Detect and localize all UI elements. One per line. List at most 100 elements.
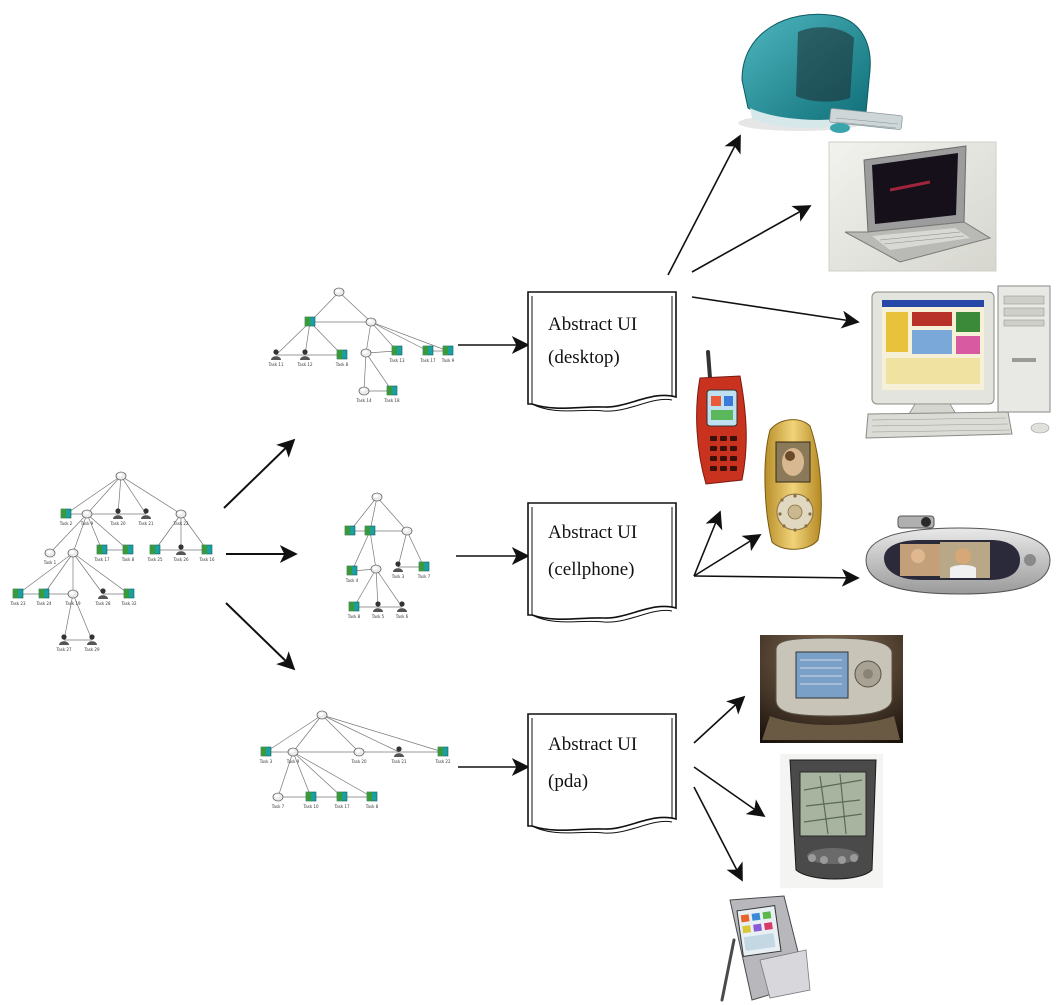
user-task-node: Task 29 (84, 634, 100, 652)
tree-edge (292, 714, 323, 753)
arrow-cellphone-to-nokia (693, 534, 762, 577)
abstract-task-node (67, 548, 79, 558)
application-task-node: Task 32 (121, 588, 137, 606)
arrow-pda-to-palm (693, 766, 766, 818)
application-task-node: Task 17 (334, 791, 350, 809)
arrow-pda-to-pocket-pc (693, 786, 743, 882)
task-label: Task 9 (286, 759, 300, 764)
task-label: Task 3 (259, 759, 273, 764)
tree-edge (375, 568, 379, 608)
task-label: Task 6 (395, 614, 409, 619)
tree-to-doc-arrows (456, 336, 530, 776)
tree-edge (351, 530, 371, 572)
task-label: Task 17 (420, 358, 436, 363)
application-task-node: Task 10 (303, 791, 319, 809)
tree-edge (353, 568, 377, 608)
doc-platform: (desktop) (548, 347, 620, 368)
task-label: Task 8 (335, 362, 349, 367)
tree-edge (86, 513, 129, 551)
application-task-node: Task 7 (417, 561, 431, 579)
doc-title: Abstract UI (548, 522, 637, 543)
tree-edge (86, 513, 103, 551)
tree-edge (292, 751, 312, 798)
abstract-task-node (401, 526, 413, 536)
tree-edge (304, 321, 311, 356)
palm-pda-icon (780, 754, 883, 888)
task-label: Task 5 (371, 614, 385, 619)
tree-edge (72, 513, 88, 554)
abstract-task-node (365, 317, 377, 327)
application-task-node (304, 316, 316, 327)
user-task-node: Task 20 (110, 508, 126, 526)
task-label: Task 10 (303, 804, 319, 809)
application-task-node: Task 23 (10, 588, 26, 606)
task-label: Task 1 (43, 560, 57, 565)
task-label: Task 28 (95, 601, 111, 606)
arrow-pda-to-handheld (693, 695, 746, 744)
task-label: Task 8 (121, 557, 135, 562)
application-task-node: Task 16 (199, 544, 215, 562)
abstract-task-node (360, 348, 372, 358)
tree-edge (338, 291, 372, 323)
task-label: Task 2 (59, 521, 73, 526)
task-label: Task 11 (268, 362, 284, 367)
task-label: Task 22 (173, 521, 189, 526)
tree-edge (292, 751, 343, 798)
task-label: Task 32 (121, 601, 137, 606)
abstract-ui-pda-doc: Abstract UI (pda) (527, 713, 677, 834)
application-task-node: Task 8 (335, 349, 349, 367)
application-task-node: Task 18 (384, 385, 400, 403)
pocket-pc-icon (720, 895, 811, 1002)
task-label: Task 26 (173, 557, 189, 562)
user-task-node: Task 28 (95, 588, 111, 606)
application-task-node: Task 8 (121, 544, 135, 562)
document-shape (527, 502, 677, 621)
task-label: Task 16 (199, 557, 215, 562)
tree-edge (17, 552, 74, 595)
tree-edge (369, 530, 377, 570)
abstract-ui-cellphone-doc: Abstract UI (cellphone) (527, 502, 677, 623)
tree-edge (376, 496, 408, 532)
arrow-desktop-to-pc (691, 296, 860, 329)
flip-phone-icon (696, 350, 747, 485)
user-task-node: Task 12 (297, 349, 313, 367)
tree-edge (397, 530, 408, 568)
abstract-task-node: Task 14 (356, 386, 372, 403)
doc-title: Abstract UI (548, 314, 637, 335)
task-label: Task 24 (36, 601, 52, 606)
abstract-task-node (371, 492, 383, 502)
arrow-root-to-desktop-tree (223, 438, 296, 509)
application-task-node: Task 17 (94, 544, 110, 562)
arrow-root-to-pda-tree (225, 602, 296, 671)
abstract-task-node: Task 9 (286, 747, 300, 764)
handheld-device-icon (760, 635, 903, 743)
arrow-desktop-to-imac (667, 134, 741, 276)
tree-edge (117, 475, 122, 515)
application-task-node: Task 3 (259, 746, 273, 764)
application-task-node: Task 9 (441, 345, 455, 363)
document-shape (527, 713, 677, 832)
tree-edge (72, 552, 104, 595)
user-task-node: Task 3 (391, 561, 405, 579)
abstract-task-node: Task 22 (173, 509, 189, 526)
abstract-task-node: Task 19 (65, 589, 81, 606)
arrow-desktop-to-laptop (691, 205, 812, 273)
task-label: Task 7 (417, 574, 431, 579)
tree-edge (180, 513, 208, 551)
abstract-ui-desktop-doc: Abstract UI (desktop) (527, 291, 677, 412)
task-label: Task 19 (65, 601, 81, 606)
doc-title: Abstract UI (548, 734, 637, 755)
document-curl (531, 398, 673, 412)
tree-edge (72, 593, 93, 641)
application-task-node: Task 8 (365, 791, 379, 809)
abstract-task-node (370, 564, 382, 574)
abstract-task-node: Task 7 (271, 792, 285, 809)
tree-edge (43, 552, 74, 595)
nokia-phone-icon (764, 419, 822, 550)
task-label: Task 21 (391, 759, 407, 764)
task-label: Task 9 (80, 521, 94, 526)
